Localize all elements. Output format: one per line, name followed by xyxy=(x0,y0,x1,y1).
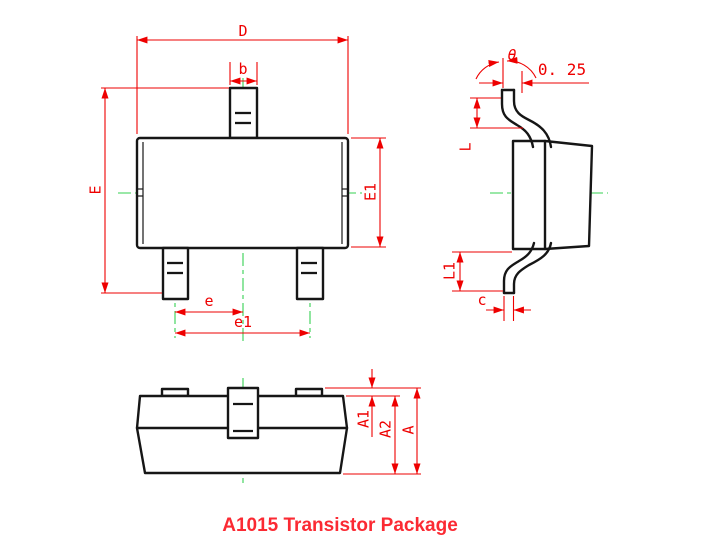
front-view: D b E E1 e e1 xyxy=(87,22,386,341)
dimension-E1: E1 xyxy=(351,137,386,248)
dimension-E-label: E xyxy=(87,185,105,194)
dimension-L: L xyxy=(457,97,523,152)
dimension-A1-label: A1 xyxy=(355,410,373,428)
dimension-theta: θ xyxy=(475,46,537,88)
dimension-c-label: c xyxy=(477,291,486,309)
dimension-A-label: A xyxy=(400,425,418,434)
dimension-D-label: D xyxy=(238,22,247,40)
dimension-L1: L1 xyxy=(441,251,512,292)
dimension-b-label: b xyxy=(238,60,247,78)
dimension-E: E xyxy=(87,87,229,294)
dimension-D: D xyxy=(136,22,349,134)
package-body-side xyxy=(511,139,594,251)
dimension-e: e xyxy=(175,292,243,316)
dimension-theta-label: θ xyxy=(507,46,516,64)
figure-caption: A1015 Transistor Package xyxy=(222,515,458,536)
dimension-e-label: e xyxy=(204,292,213,310)
package-body-front xyxy=(135,136,350,250)
dimension-A2: A2 xyxy=(377,396,399,474)
side-view: θ 0. 25 L L1 c xyxy=(441,46,608,321)
dimension-E1-label: E1 xyxy=(362,183,380,201)
dimension-A: A xyxy=(400,388,421,474)
lead-center xyxy=(226,386,260,440)
dimension-A2-label: A2 xyxy=(377,420,395,438)
dimension-c: c xyxy=(477,291,531,321)
dimension-gauge-offset: 0. 25 xyxy=(479,60,589,93)
dimension-e1: e1 xyxy=(175,313,310,337)
pin-top xyxy=(228,86,259,140)
lead-bottom-side xyxy=(502,241,553,295)
dimension-gauge-offset-label: 0. 25 xyxy=(538,60,586,79)
dimension-L1-label: L1 xyxy=(441,262,459,280)
lead-top-side xyxy=(500,88,553,149)
bottom-view: A1 A2 A xyxy=(135,369,421,483)
dimension-L-label: L xyxy=(457,142,475,151)
dimension-A1: A1 xyxy=(355,369,376,437)
pin-bottom-left xyxy=(161,246,190,301)
pin-bottom-right xyxy=(295,246,325,301)
dimension-b: b xyxy=(229,60,258,85)
dimension-e1-label: e1 xyxy=(234,313,252,331)
